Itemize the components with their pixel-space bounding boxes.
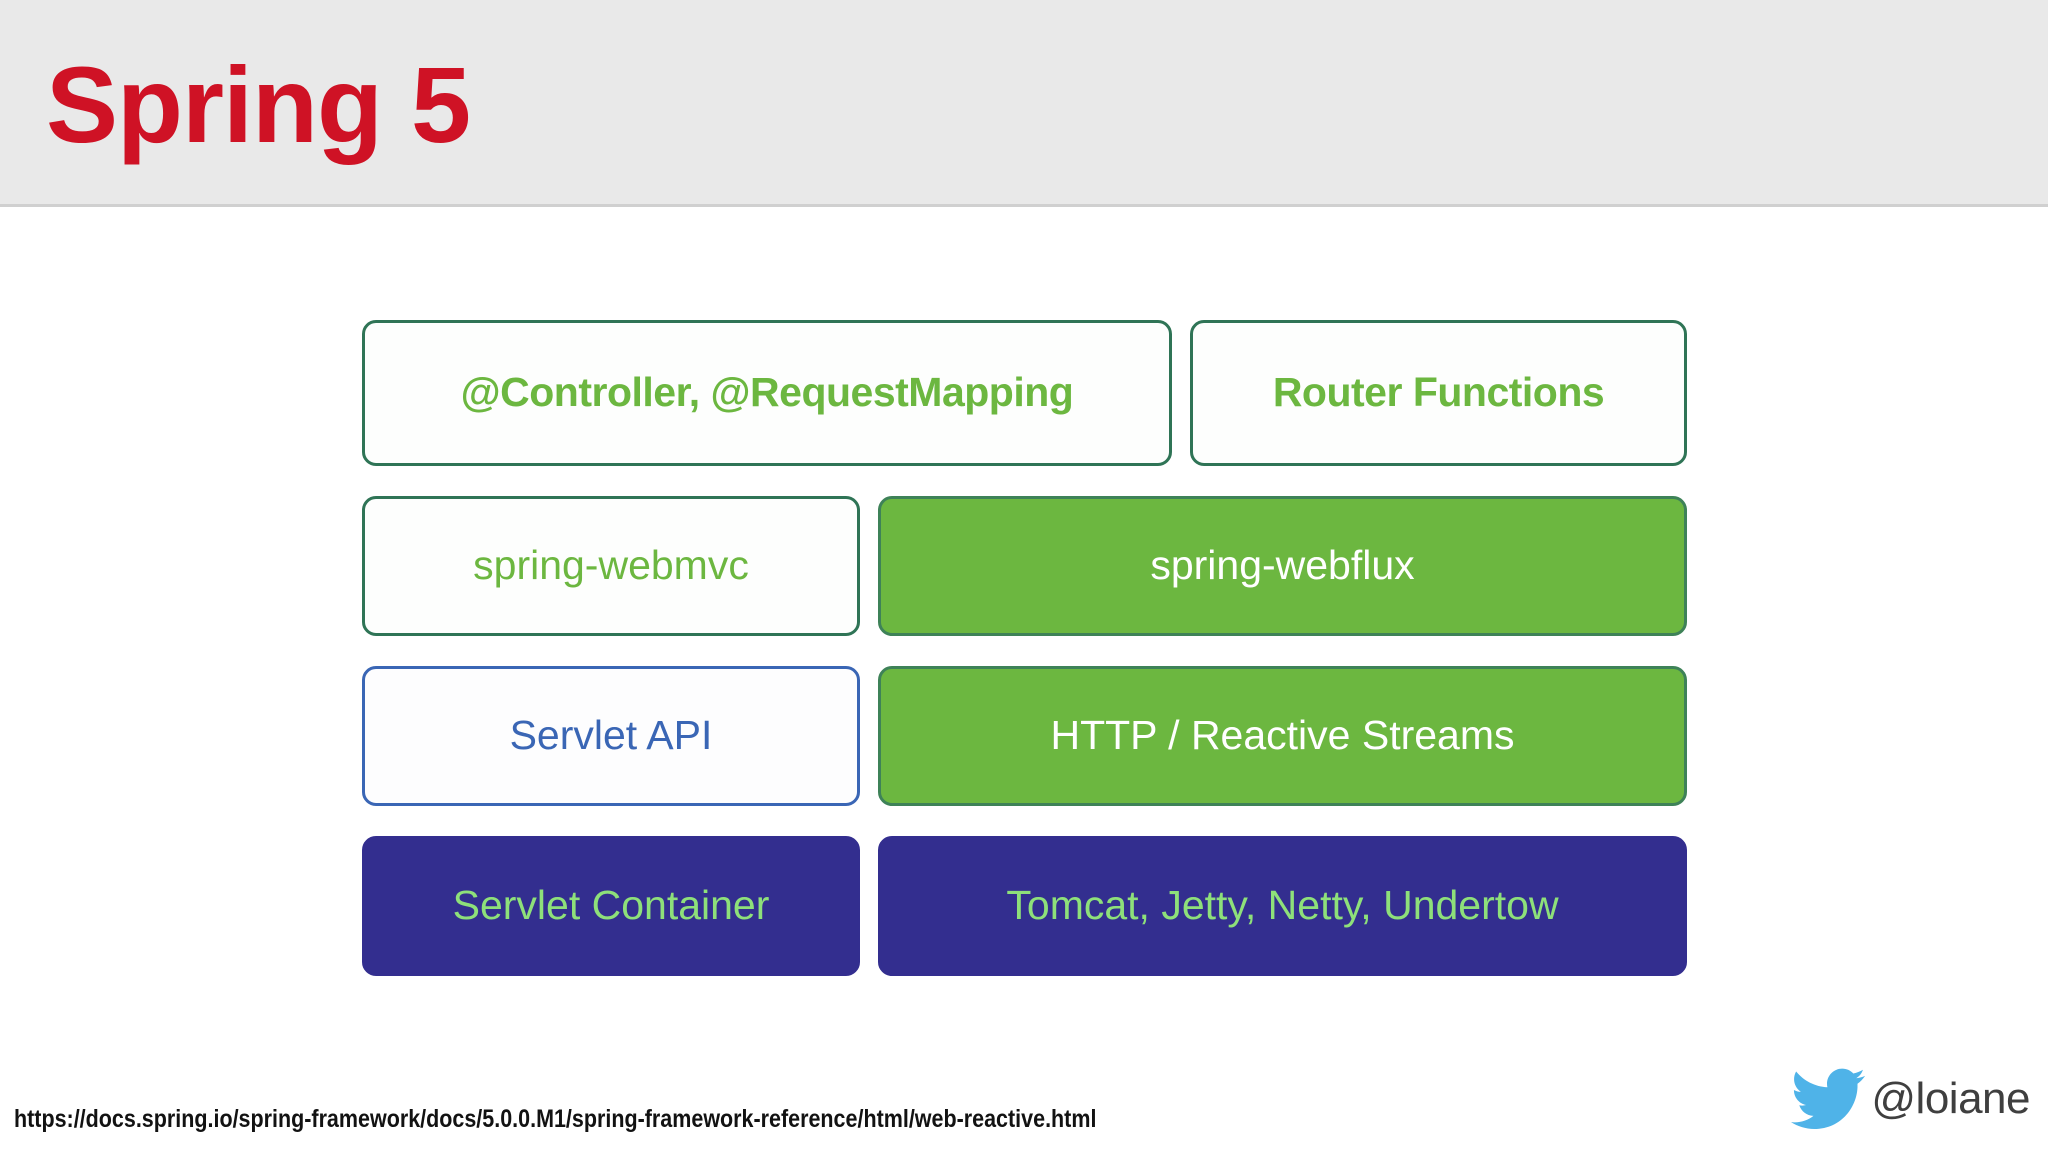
box-router-functions[interactable]: Router Functions [1190, 320, 1687, 466]
box-servlet-container[interactable]: Servlet Container [362, 836, 860, 976]
box-label: Servlet API [509, 712, 713, 759]
column-gap [860, 666, 878, 806]
box-spring-webflux[interactable]: spring-webflux [878, 496, 1687, 636]
box-label: spring-webmvc [473, 542, 749, 589]
diagram-row-runtime-layer: Servlet Container Tomcat, Jetty, Netty, … [362, 836, 1687, 976]
slide-header-band: Spring 5 [0, 0, 2048, 207]
box-label: spring-webflux [1150, 542, 1415, 589]
column-gap [860, 836, 878, 976]
page-title: Spring 5 [46, 44, 471, 165]
box-servers-tomcat-jetty-netty-undertow[interactable]: Tomcat, Jetty, Netty, Undertow [878, 836, 1687, 976]
box-label: HTTP / Reactive Streams [1050, 712, 1515, 759]
column-gap [860, 496, 878, 636]
box-spring-webmvc[interactable]: spring-webmvc [362, 496, 860, 636]
box-controller-requestmapping[interactable]: @Controller, @RequestMapping [362, 320, 1172, 466]
box-label: Router Functions [1272, 369, 1605, 416]
diagram-row-web-framework: spring-webmvc spring-webflux [362, 496, 1687, 636]
twitter-handle[interactable]: @loiane [1791, 1068, 2030, 1130]
diagram-row-api-layer: Servlet API HTTP / Reactive Streams [362, 666, 1687, 806]
diagram-row-programming-model: @Controller, @RequestMapping Router Func… [362, 320, 1687, 466]
box-label: Servlet Container [452, 882, 770, 929]
twitter-icon [1791, 1068, 1866, 1130]
spring5-stack-diagram: @Controller, @RequestMapping Router Func… [362, 320, 1687, 976]
twitter-handle-text: @loiane [1871, 1074, 2030, 1123]
column-gap [1172, 320, 1190, 466]
box-http-reactive-streams[interactable]: HTTP / Reactive Streams [878, 666, 1687, 806]
box-servlet-api[interactable]: Servlet API [362, 666, 860, 806]
source-url[interactable]: https://docs.spring.io/spring-framework/… [14, 1105, 1097, 1133]
box-label: Tomcat, Jetty, Netty, Undertow [1006, 882, 1559, 929]
box-label: @Controller, @RequestMapping [460, 369, 1074, 416]
